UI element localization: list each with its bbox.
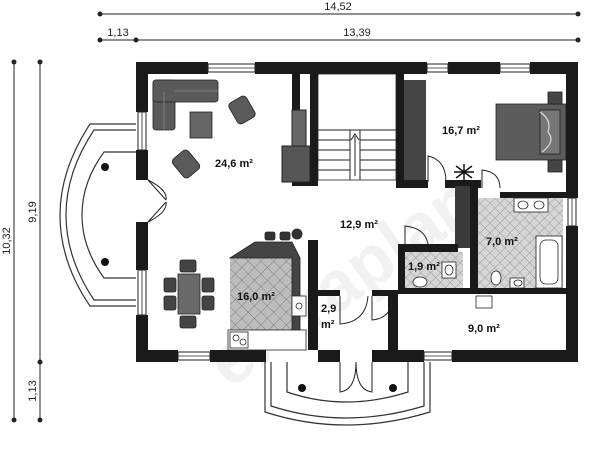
- utility-sink: [475, 295, 493, 309]
- bottom-bay: [264, 362, 431, 426]
- dining-set: [163, 259, 215, 329]
- bedroom-furniture: [495, 91, 567, 173]
- room-area-bedroom: 16,7 m²: [442, 125, 480, 137]
- walls: [136, 62, 578, 362]
- dim-width-main: 13,39: [343, 27, 371, 39]
- armchair-bottom: [171, 149, 201, 179]
- room-area-entry-unit: m²: [321, 319, 335, 331]
- dim-height-offset: 1,13: [27, 380, 39, 401]
- canopy-column-right: [389, 384, 397, 392]
- kitchen-counters: [227, 228, 307, 351]
- bathroom-fixtures: [490, 197, 563, 289]
- plant-icon: [454, 164, 474, 180]
- staircase: [317, 73, 397, 181]
- dimension-ticks: [11, 11, 581, 423]
- dim-height-main: 9,19: [27, 201, 39, 222]
- room-area-utility: 9,0 m²: [468, 323, 500, 335]
- room-area-living: 24,6 m²: [215, 158, 253, 170]
- fireplace: [281, 145, 311, 183]
- dim-total-width: 14,52: [324, 1, 352, 13]
- dim-width-offset: 1,13: [107, 27, 128, 39]
- room-area-wc: 1,9 m²: [408, 261, 440, 273]
- room-area-entry-value: 2,9: [321, 303, 336, 315]
- doors: [147, 155, 501, 393]
- room-area-hall: 12,9 m²: [340, 219, 378, 231]
- kitchen-floor: [230, 258, 292, 334]
- coffee-table: [189, 111, 213, 139]
- bay-column-top: [101, 163, 109, 171]
- room-area-bathroom: 7,0 m²: [486, 236, 518, 248]
- dimension-lines: [13, 13, 578, 420]
- left-bay: [59, 123, 136, 307]
- bay-column-bottom: [101, 258, 109, 266]
- dim-total-height: 10,32: [1, 227, 13, 255]
- room-area-kitchen: 16,0 m²: [237, 291, 275, 303]
- wc-fixtures: [412, 261, 457, 288]
- living-furniture: [152, 79, 256, 179]
- armchair-right: [228, 95, 256, 125]
- canopy-column-left: [298, 384, 306, 392]
- tv-cabinet: [291, 109, 307, 147]
- window-panes: [141, 67, 573, 357]
